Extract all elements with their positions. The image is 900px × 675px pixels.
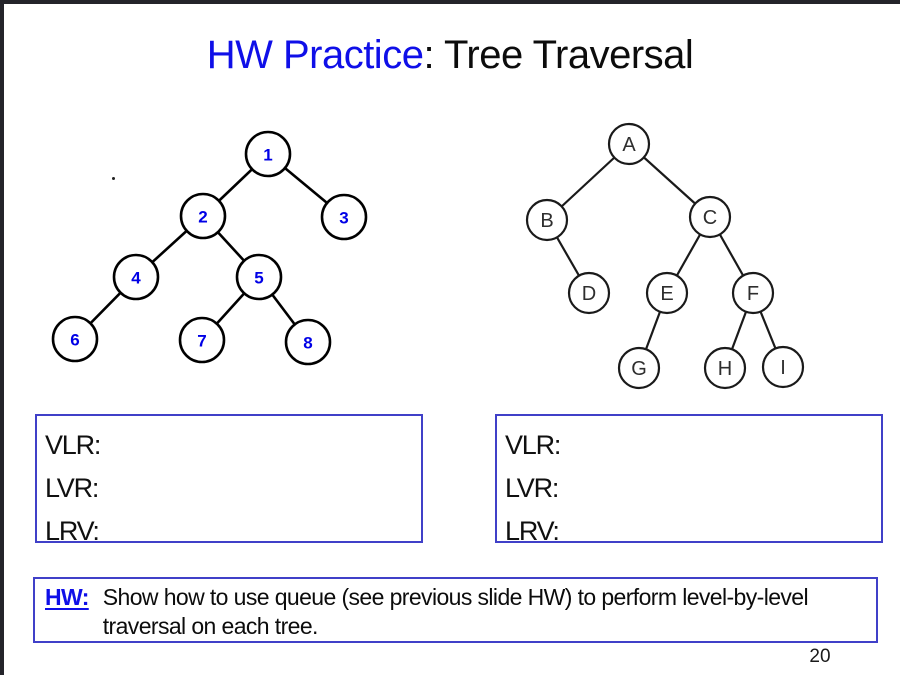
hw-text-line1: Show how to use queue (see previous slid… <box>102 584 809 610</box>
right-tree-node-G <box>617 346 661 390</box>
hw-text-line2: traversal on each tree. <box>102 613 319 639</box>
left-tree-node-2 <box>179 192 227 240</box>
traversal-label-lvr: LVR: <box>45 473 99 503</box>
hw-note-box: HW: Show how to use queue (see previous … <box>33 577 878 643</box>
right-tree-node-label-I: I <box>780 357 786 379</box>
title-highlight: HW Practice <box>206 33 424 77</box>
left-tree-node-6 <box>51 315 99 363</box>
hw-text: Show how to use queue (see previous slid… <box>102 583 809 641</box>
right-tree-node-label-H: H <box>718 358 732 380</box>
left-tree-node-4 <box>112 253 160 301</box>
left-tree-node-label-5: 5 <box>254 269 263 288</box>
slide-title: HW Practice: Tree Traversal <box>0 32 900 78</box>
right-tree-node-label-A: A <box>622 134 636 156</box>
traversal-label-vlr: VLR: <box>505 430 561 460</box>
left-tree-node-5 <box>235 253 283 301</box>
right-tree-node-D <box>567 271 611 315</box>
left-tree-node-8 <box>284 318 332 366</box>
slide-frame-left <box>0 0 4 675</box>
left-tree-node-label-4: 4 <box>131 269 141 288</box>
left-tree-node-3 <box>320 193 368 241</box>
title-rest: : Tree Traversal <box>423 33 694 77</box>
left-tree-node-label-6: 6 <box>70 331 79 350</box>
left-tree-node-1 <box>244 130 292 178</box>
left-tree-node-label-3: 3 <box>339 209 348 228</box>
slide-frame-top <box>0 0 900 4</box>
left-tree-node-label-2: 2 <box>198 208 207 227</box>
right-tree-node-C <box>688 195 732 239</box>
left-tree-node-7 <box>178 316 226 364</box>
traversal-label-vlr: VLR: <box>45 430 101 460</box>
right-tree-node-H <box>703 346 747 390</box>
left-tree-node-label-1: 1 <box>263 146 272 165</box>
stray-ink-dot <box>112 177 115 180</box>
traversal-label-lvr: LVR: <box>505 473 559 503</box>
left-tree-node-label-7: 7 <box>197 332 206 351</box>
answer-box-left-tree: VLR: LVR: LRV: <box>35 414 423 546</box>
trees-figure: 1 2 3 4 5 6 7 8 A B C D E F G H I <box>51 122 805 390</box>
right-tree-node-label-E: E <box>660 283 673 305</box>
right-tree-node-E <box>645 271 689 315</box>
hw-label: HW: <box>45 584 89 610</box>
traversal-label-lrv: LRV: <box>505 516 560 546</box>
page-number: 20 <box>809 646 831 667</box>
right-tree-node-label-B: B <box>540 210 553 232</box>
right-tree-node-label-G: G <box>631 358 647 380</box>
right-tree-node-label-D: D <box>582 283 596 305</box>
right-tree-node-A <box>607 122 651 166</box>
right-tree-node-I <box>761 345 805 389</box>
right-tree-node-F <box>731 271 775 315</box>
traversal-label-lrv: LRV: <box>45 516 100 546</box>
right-tree-node-B <box>525 198 569 242</box>
answer-box-right-tree: VLR: LVR: LRV: <box>495 414 883 546</box>
right-tree-node-label-C: C <box>703 207 717 229</box>
left-tree-node-label-8: 8 <box>303 334 312 353</box>
right-tree-node-label-F: F <box>747 283 759 305</box>
